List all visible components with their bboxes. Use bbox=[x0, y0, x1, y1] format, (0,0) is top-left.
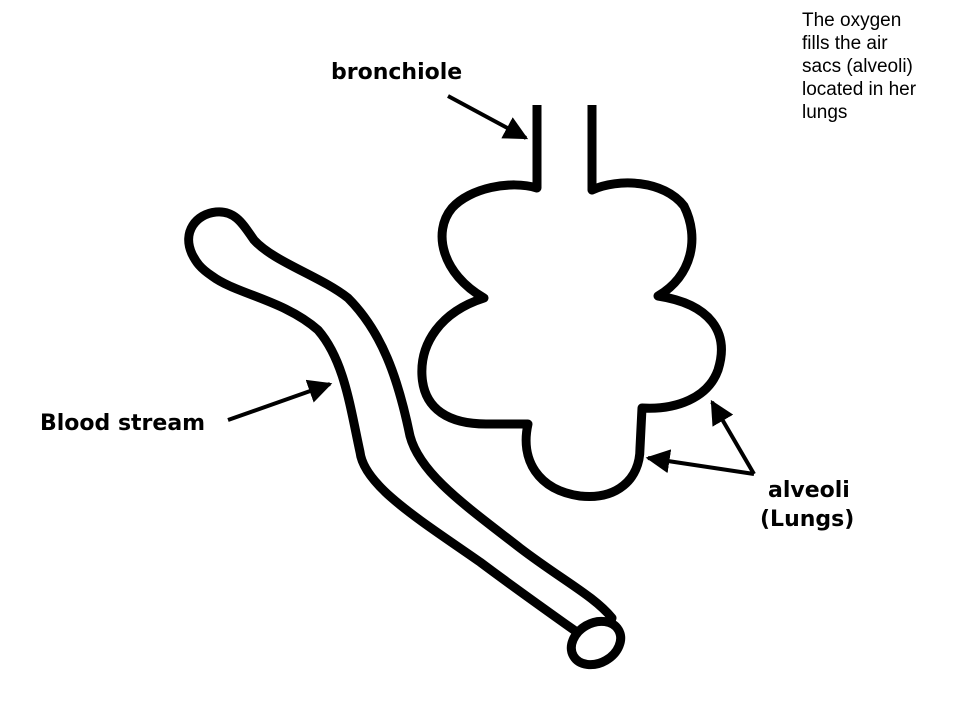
alveoli-label: alveoli bbox=[768, 478, 850, 503]
blood-stream-label: Blood stream bbox=[40, 411, 206, 436]
caption-line: lungs bbox=[802, 102, 848, 123]
caption-line: fills the air bbox=[802, 33, 888, 54]
caption-line: located in her bbox=[802, 79, 917, 100]
alveoli-cluster bbox=[417, 105, 726, 501]
caption-line: The oxygen bbox=[802, 10, 902, 31]
alveoli-arrow-lower bbox=[645, 449, 755, 476]
bronchiole-label: bronchiole bbox=[331, 60, 463, 85]
caption-text: The oxygen fills the air sacs (alveoli) … bbox=[802, 9, 952, 124]
alveoli-arrow-upper bbox=[710, 399, 756, 476]
caption-line: sacs (alveoli) bbox=[802, 56, 913, 77]
blood-vessel bbox=[184, 207, 617, 655]
blood-vessel-opening bbox=[566, 616, 626, 670]
bronchiole-arrow bbox=[447, 94, 529, 140]
blood-stream-arrow bbox=[227, 379, 333, 422]
lungs-label: (Lungs) bbox=[760, 507, 855, 532]
